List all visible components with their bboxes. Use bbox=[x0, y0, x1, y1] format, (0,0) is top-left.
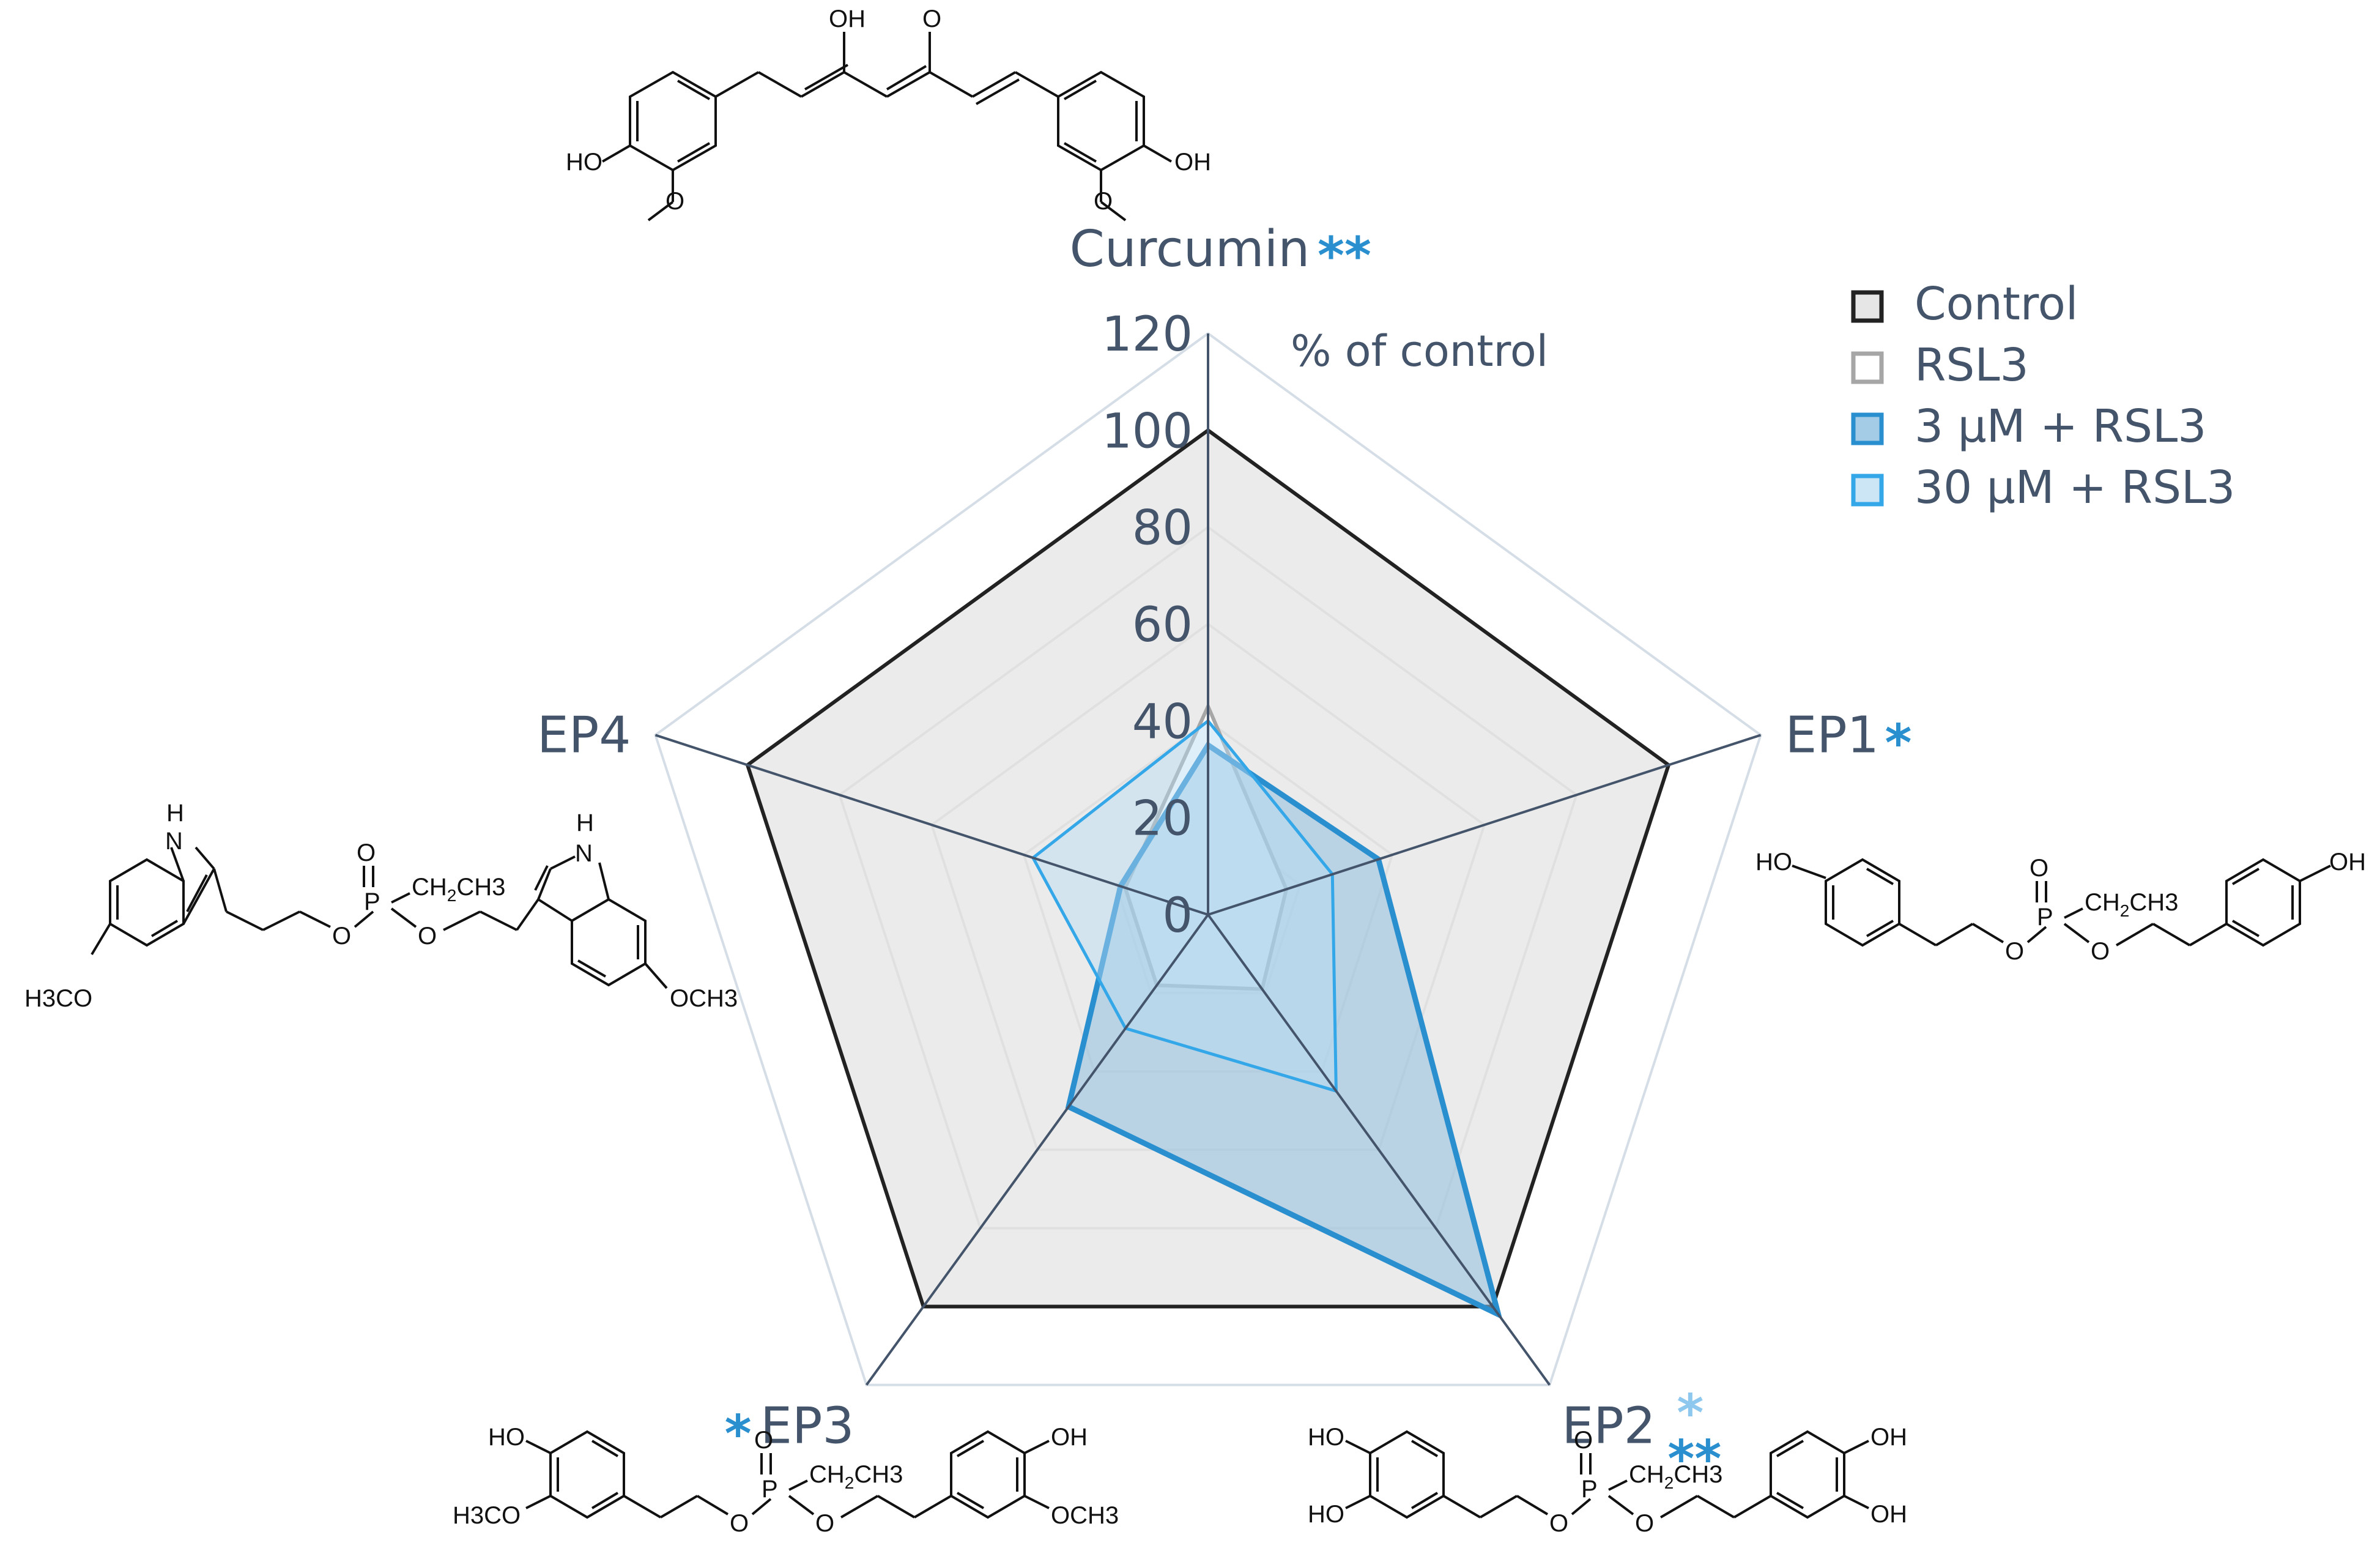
ep4-n-left: N bbox=[165, 828, 183, 855]
curcumin-ho-left: HO bbox=[566, 149, 602, 176]
ep4-p: P bbox=[364, 888, 380, 915]
ep2-structure-labels: HO HO OH OH O P O CH2CH3 O bbox=[1308, 1424, 1907, 1537]
significance-ep3-0: * bbox=[725, 1404, 752, 1464]
tick-label-120: 120 bbox=[1102, 307, 1193, 362]
axis-ep1 bbox=[1207, 734, 1762, 916]
ep3-p: P bbox=[762, 1476, 778, 1503]
category-label-ep2: EP2 bbox=[1562, 1397, 1655, 1456]
legend-swatch-1 bbox=[1851, 351, 1884, 384]
axis-ep3 bbox=[865, 913, 1209, 1386]
ep3-och3: OCH3 bbox=[1051, 1502, 1119, 1529]
curcumin-oh-top: OH bbox=[829, 6, 866, 32]
curcumin-structure bbox=[601, 32, 1173, 221]
significance-ep2-1: ** bbox=[1667, 1429, 1721, 1489]
ep3-structure-labels: HO H3CO OH OCH3 O P O CH2CH3 O bbox=[453, 1424, 1119, 1537]
ep2-ho-top: HO bbox=[1308, 1424, 1344, 1451]
curcumin-o-right: O bbox=[1094, 188, 1113, 215]
ep2-o-double: O bbox=[1574, 1427, 1593, 1454]
ep4-n-right: N bbox=[575, 840, 593, 867]
ep3-structure bbox=[525, 1430, 1050, 1519]
ep4-h3co: H3CO bbox=[24, 985, 92, 1012]
ep4-ch2: CH2CH3 bbox=[412, 874, 505, 905]
ep4-h-left: H bbox=[166, 800, 184, 827]
ep4-och3: OCH3 bbox=[670, 985, 738, 1012]
ep1-o-right: O bbox=[2091, 938, 2110, 965]
ep2-o-right: O bbox=[1635, 1510, 1654, 1537]
series-3-m-rsl3 bbox=[1065, 741, 1503, 1320]
unit-label: % of control bbox=[1291, 326, 1548, 376]
ep4-o-double: O bbox=[357, 839, 376, 866]
radar-axes bbox=[654, 333, 1762, 1386]
ep2-oh-bottom: OH bbox=[1870, 1501, 1907, 1528]
legend-label-2: 3 µM + RSL3 bbox=[1915, 400, 2206, 453]
significance-ep1-0: * bbox=[1885, 713, 1912, 773]
ep2-ho-bottom: HO bbox=[1308, 1501, 1344, 1528]
ep1-ch2: CH2CH3 bbox=[2085, 889, 2178, 920]
ep2-structure bbox=[1345, 1430, 1869, 1519]
axis-ep2 bbox=[1207, 913, 1551, 1386]
ep4-o-right: O bbox=[418, 923, 437, 950]
category-label-curcumin: Curcumin bbox=[1070, 220, 1310, 278]
curcumin-structure-labels: OH O HO OH O O bbox=[566, 6, 1211, 215]
category-label-ep3: EP3 bbox=[760, 1397, 854, 1456]
significance-ep2-0: * bbox=[1677, 1383, 1703, 1443]
ep1-structure-labels: HO OH O P O CH2CH3 O bbox=[1755, 849, 2366, 965]
tick-label-40: 40 bbox=[1132, 694, 1193, 749]
tick-label-80: 80 bbox=[1132, 501, 1193, 556]
radar-tick-labels: 0 20 40 60 80 100 120 bbox=[1102, 307, 1193, 943]
axis-ep4 bbox=[654, 734, 1209, 916]
significance-curcumin-0: ** bbox=[1318, 226, 1371, 286]
ep4-structure bbox=[91, 846, 668, 989]
legend-label-1: RSL3 bbox=[1915, 339, 2029, 392]
tick-label-20: 20 bbox=[1132, 792, 1193, 847]
ep1-ho: HO bbox=[1755, 849, 1792, 876]
ep3-ho: HO bbox=[488, 1424, 525, 1451]
ep3-ch2: CH2CH3 bbox=[809, 1461, 903, 1492]
ep4-structure-labels: H N H N H3CO OCH3 O P O CH2CH3 O bbox=[24, 800, 738, 1012]
category-label-ep1: EP1 bbox=[1785, 706, 1879, 764]
ep3-o-left: O bbox=[730, 1510, 749, 1537]
ep2-p: P bbox=[1581, 1476, 1598, 1503]
tick-label-0: 0 bbox=[1162, 888, 1193, 943]
ep4-o-left: O bbox=[332, 923, 351, 950]
ep3-o-double: O bbox=[754, 1427, 773, 1454]
grid-ring-120 bbox=[654, 332, 1762, 1386]
ep2-o-left: O bbox=[1549, 1510, 1568, 1537]
curcumin-o-left: O bbox=[665, 188, 684, 215]
curcumin-o-top: O bbox=[922, 6, 941, 32]
ep3-oh: OH bbox=[1051, 1424, 1088, 1451]
category-label-ep4: EP4 bbox=[537, 706, 631, 764]
ep1-o-left: O bbox=[2005, 938, 2024, 965]
ep3-h3co: H3CO bbox=[453, 1502, 521, 1529]
radar-category-labels: Curcumin**EP1*EP2***EP3*EP4 bbox=[537, 220, 1911, 1489]
legend-swatch-0 bbox=[1851, 290, 1884, 323]
ep2-oh-top: OH bbox=[1870, 1424, 1907, 1451]
legend-label-0: Control bbox=[1915, 278, 2078, 330]
ep1-o-double: O bbox=[2030, 855, 2048, 882]
legend-swatch-3 bbox=[1851, 474, 1884, 507]
ep1-structure bbox=[1792, 858, 2331, 947]
ep4-h-right: H bbox=[576, 809, 594, 836]
ep1-oh: OH bbox=[2329, 849, 2366, 876]
ep1-p: P bbox=[2037, 904, 2053, 931]
tick-label-60: 60 bbox=[1132, 598, 1193, 653]
legend-label-3: 30 µM + RSL3 bbox=[1915, 461, 2235, 514]
legend-swatch-2 bbox=[1851, 412, 1884, 445]
tick-label-100: 100 bbox=[1102, 404, 1193, 459]
ep2-ch2: CH2CH3 bbox=[1629, 1461, 1722, 1492]
ep3-o-right: O bbox=[815, 1510, 834, 1537]
curcumin-oh-right: OH bbox=[1174, 149, 1211, 176]
